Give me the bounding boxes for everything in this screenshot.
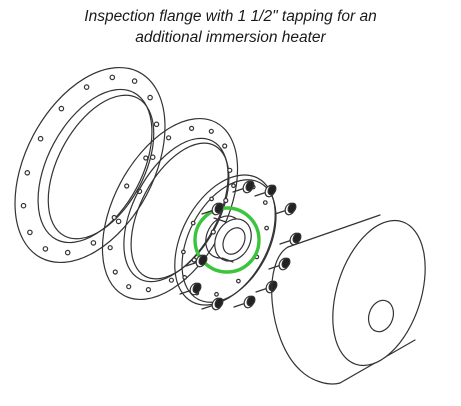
gasket-hole bbox=[107, 245, 113, 251]
gasket-hole bbox=[208, 128, 214, 134]
flange-hole bbox=[58, 105, 65, 112]
gasket-hole bbox=[124, 183, 130, 189]
bolt bbox=[179, 282, 202, 296]
gasket-hole bbox=[222, 143, 228, 149]
flange-hole bbox=[37, 135, 44, 142]
bolt bbox=[255, 280, 278, 294]
plate-hole bbox=[264, 225, 270, 231]
flange-hole bbox=[42, 246, 49, 252]
flange-hole bbox=[131, 78, 138, 84]
heater-cylinder bbox=[271, 214, 426, 385]
bolts bbox=[179, 180, 302, 311]
plate-hole bbox=[262, 200, 268, 206]
bolt bbox=[268, 257, 291, 271]
gasket-hole bbox=[210, 229, 216, 235]
caption-line-2: additional immersion heater bbox=[135, 29, 326, 46]
gasket-hole bbox=[111, 214, 117, 221]
gasket-ring bbox=[101, 117, 239, 301]
plate-hole bbox=[180, 249, 186, 255]
gasket-hole bbox=[223, 197, 229, 204]
plate-hole bbox=[214, 291, 219, 297]
flange-hole bbox=[147, 94, 153, 101]
gasket-hole bbox=[126, 284, 132, 290]
gasket-hole bbox=[227, 167, 233, 173]
plate-hole bbox=[209, 196, 215, 202]
plate-hole bbox=[231, 183, 236, 189]
flange-hole bbox=[24, 170, 31, 176]
flange-hole bbox=[153, 121, 160, 128]
flange-hole bbox=[109, 74, 116, 81]
plate-hole bbox=[182, 275, 188, 280]
gasket-hole bbox=[143, 155, 149, 161]
gasket-hole bbox=[168, 277, 174, 283]
figure-caption: Inspection flange with 1 1/2" tapping fo… bbox=[0, 6, 461, 48]
gasket-hole bbox=[112, 269, 118, 275]
flange-hole bbox=[27, 229, 33, 236]
bolt bbox=[274, 202, 297, 216]
plate-hole bbox=[190, 220, 196, 226]
tapping-boss bbox=[205, 215, 252, 263]
bolt bbox=[201, 202, 224, 216]
bolt bbox=[201, 297, 224, 311]
plate-hole bbox=[235, 278, 241, 284]
flange-hole bbox=[64, 249, 71, 256]
flange-hole bbox=[90, 240, 97, 246]
bolt bbox=[254, 184, 277, 198]
flange-hole bbox=[20, 202, 27, 209]
flange-hole bbox=[149, 154, 156, 161]
gasket-hole bbox=[189, 125, 195, 131]
inspection-flange-plate bbox=[174, 174, 277, 306]
bolt bbox=[279, 232, 302, 246]
bolt bbox=[232, 180, 255, 194]
highlight-circle bbox=[193, 206, 261, 274]
caption-line-1: Inspection flange with 1 1/2" tapping fo… bbox=[84, 8, 377, 25]
flange-hole bbox=[115, 218, 122, 225]
flange-hole bbox=[83, 84, 90, 90]
bolt bbox=[233, 295, 256, 309]
gasket-hole bbox=[145, 287, 151, 293]
outer-flange-ring bbox=[14, 66, 166, 264]
bolt bbox=[185, 254, 208, 268]
gasket-hole bbox=[166, 135, 172, 141]
